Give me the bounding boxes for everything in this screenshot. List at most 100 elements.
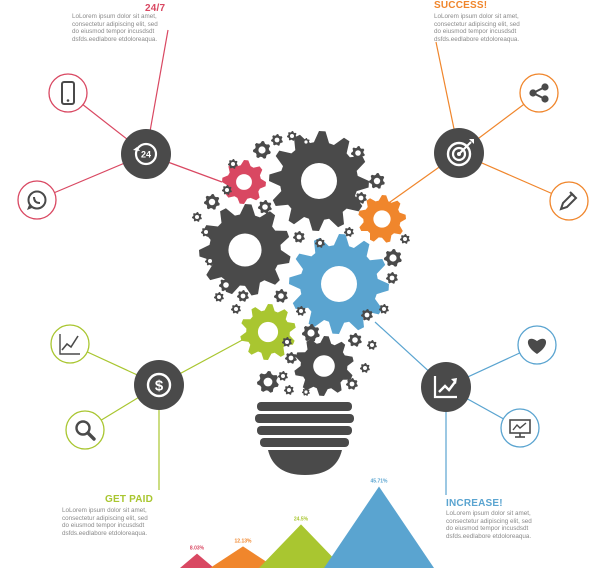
gear <box>348 333 362 347</box>
monitor-chart-icon-glyph <box>509 419 531 438</box>
gear <box>219 278 233 292</box>
gear-hole <box>355 150 361 156</box>
gear-hole <box>274 137 280 143</box>
peak-2 <box>210 546 276 568</box>
axes <box>433 376 457 399</box>
gear-hole <box>358 195 364 201</box>
share-icon-glyph <box>529 83 549 103</box>
gear-hole <box>287 388 291 392</box>
hub-growth-chart-icon-glyph <box>433 376 457 399</box>
handset <box>33 196 41 204</box>
gear <box>240 304 296 360</box>
gear-hole <box>382 307 386 311</box>
bubble <box>27 190 47 210</box>
gear <box>201 227 211 237</box>
gear-hole <box>234 307 238 311</box>
satellite-circle <box>17 180 57 220</box>
gear <box>269 131 369 231</box>
gear <box>271 134 283 146</box>
hub-circle <box>121 129 171 179</box>
gear <box>237 290 249 302</box>
gear-hole <box>258 146 266 154</box>
gear-hole <box>364 312 370 318</box>
hub-dollar-coin-icon: $ <box>134 360 184 410</box>
gear <box>289 234 389 334</box>
gear <box>293 231 305 243</box>
gear <box>400 234 410 244</box>
heart-icon <box>517 325 557 365</box>
text-line: LoLorem ipsum dolor sit amet, <box>72 13 157 20</box>
line-chart-icon <box>50 324 90 364</box>
trend <box>61 335 79 351</box>
gear <box>346 378 358 390</box>
gear-hole <box>389 275 395 281</box>
text-line: dsfds.eedlabore etdoloreaqua. <box>62 529 148 537</box>
peak-chart: 8.03%12.13%24.5%45.71% <box>180 479 434 568</box>
gear-hole <box>352 337 358 343</box>
text-24-7: LoLorem ipsum dolor sit amet, consectetu… <box>72 13 192 43</box>
trend <box>512 422 527 431</box>
gear <box>355 192 367 204</box>
gear-hole <box>240 293 246 299</box>
share-icon <box>519 73 559 113</box>
gear-hole <box>228 233 262 267</box>
gear-hole <box>290 134 294 138</box>
text-line: LoLorem ipsum dolor sit amet, <box>446 510 531 517</box>
search-icon-glyph <box>75 420 96 441</box>
peak-4 <box>324 486 434 568</box>
gear-hole <box>373 177 381 185</box>
text-line: do eiusmod tempor incusdsdt <box>446 525 529 533</box>
gear <box>302 138 310 146</box>
gear <box>222 185 232 195</box>
gear <box>258 200 272 214</box>
dollar-sign: $ <box>155 378 164 395</box>
hub-target-icon-glyph <box>446 139 474 167</box>
gear-hole <box>231 162 235 166</box>
whatsapp-icon-glyph <box>27 190 47 210</box>
text-line: dsfds.eedlabore etdoloreaqua. <box>434 35 520 43</box>
gear <box>228 159 238 169</box>
handle <box>86 431 96 441</box>
gear <box>257 371 279 393</box>
gear-hole <box>263 377 273 387</box>
monitor-chart-icon <box>500 408 540 448</box>
peak-3 <box>259 524 343 568</box>
mobile-phone-icon <box>48 73 88 113</box>
gear <box>294 336 354 396</box>
heart-icon-glyph <box>527 338 547 354</box>
gear <box>285 352 297 364</box>
bulb-tip <box>268 450 342 475</box>
gear <box>214 292 224 302</box>
text-line: do eiusmod tempor incusdsdt <box>434 28 517 36</box>
peak-value-label: 12.13% <box>235 538 253 544</box>
hub-target-icon <box>434 128 484 178</box>
peak-value-label: 24.5% <box>294 516 309 522</box>
mobile-phone-icon-glyph <box>61 81 75 105</box>
gear-hole <box>281 374 285 378</box>
text-line: consectetur adipiscing elit, sed <box>434 20 520 28</box>
text-line: do eiusmod tempor incusdsdt <box>72 28 155 36</box>
gear-hole <box>299 309 303 313</box>
search-icon <box>65 410 105 450</box>
title-24-7: 24/7 <box>145 3 166 14</box>
satellite-circle <box>50 324 90 364</box>
text-increase: LoLorem ipsum dolor sit amet, consectetu… <box>446 510 566 540</box>
phone-body <box>61 81 75 105</box>
gear-hole <box>278 293 284 299</box>
gear <box>284 385 294 395</box>
bulb-cap-ring <box>257 402 352 411</box>
arrow <box>133 147 140 151</box>
peak-1 <box>180 553 214 568</box>
bulb-cap-ring <box>257 426 352 435</box>
icon-nodes: 24 $ <box>17 73 589 450</box>
gear <box>287 131 297 141</box>
gear <box>274 289 288 303</box>
gear-hole <box>285 340 289 344</box>
text-line: dsfds.eedlabore etdoloreaqua. <box>72 35 158 43</box>
gear-hole <box>296 234 302 240</box>
gear-hole <box>373 210 391 228</box>
gear-hole <box>318 241 322 245</box>
gear-hole <box>370 343 374 347</box>
label: 24 <box>141 150 151 160</box>
